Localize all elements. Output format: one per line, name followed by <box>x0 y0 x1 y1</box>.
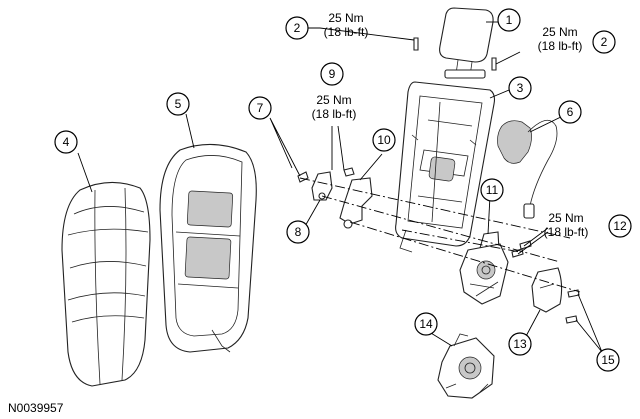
svg-text:(18 lb-ft): (18 lb-ft) <box>324 25 369 39</box>
callout-6: 6 <box>558 100 582 124</box>
callout-5: 5 <box>166 92 190 116</box>
left-hinge-bracket <box>339 177 373 229</box>
svg-text:15: 15 <box>601 353 615 367</box>
svg-text:8: 8 <box>295 225 302 239</box>
seat-back-cover <box>61 181 151 387</box>
recliner-trim-cover <box>531 267 563 313</box>
callout-8: 8 <box>286 220 310 244</box>
leader-lines <box>77 21 603 353</box>
pivot-bolts <box>297 167 355 183</box>
svg-text:13: 13 <box>513 337 527 351</box>
svg-text:5: 5 <box>175 97 182 111</box>
figure-id: N0039957 <box>8 401 64 415</box>
callout-4: 4 <box>54 130 78 154</box>
svg-text:10: 10 <box>377 133 391 147</box>
callout-14: 14 <box>414 312 438 336</box>
svg-text:(18 lb-ft): (18 lb-ft) <box>538 39 583 53</box>
callout-3: 3 <box>508 76 532 100</box>
svg-text:12: 12 <box>613 219 627 233</box>
lower-bolts <box>565 289 580 324</box>
torque-spec-pivot-bolts: 25 Nm (18 lb-ft) <box>312 93 357 121</box>
callout-2-right: 2 <box>592 30 616 54</box>
svg-text:25 Nm: 25 Nm <box>316 93 351 107</box>
callout-1: 1 <box>497 8 521 32</box>
svg-text:1: 1 <box>506 13 513 27</box>
headrest <box>439 7 494 79</box>
callout-15: 15 <box>596 348 620 372</box>
callout-11: 11 <box>480 178 504 202</box>
left-pivot-bracket <box>311 171 333 201</box>
recliner-assembly <box>459 243 509 305</box>
svg-text:25 Nm: 25 Nm <box>328 11 363 25</box>
torque-spec-headrest-right: 25 Nm (18 lb-ft) <box>538 25 583 53</box>
seat-back-pad <box>159 143 257 353</box>
svg-text:7: 7 <box>257 101 264 115</box>
callout-13: 13 <box>508 332 532 356</box>
seat-back-frame <box>395 81 496 253</box>
headrest-bolt-left <box>413 37 419 51</box>
svg-text:11: 11 <box>486 183 499 197</box>
callout-2-left: 2 <box>285 16 309 40</box>
torque-spec-recliner-bolts: 25 Nm (18 lb-ft) <box>544 211 589 239</box>
electrical-module <box>497 119 558 219</box>
assembly-center-lines <box>299 177 581 293</box>
recliner-mechanism <box>437 333 495 399</box>
svg-text:6: 6 <box>567 105 574 119</box>
svg-text:2: 2 <box>294 21 301 35</box>
svg-text:2: 2 <box>601 35 608 49</box>
svg-text:(18 lb-ft): (18 lb-ft) <box>312 107 357 121</box>
svg-text:25 Nm: 25 Nm <box>542 25 577 39</box>
svg-text:25 Nm: 25 Nm <box>548 211 583 225</box>
headrest-bolt-right <box>491 57 497 71</box>
svg-text:3: 3 <box>517 81 524 95</box>
callout-12: 12 <box>608 214 632 238</box>
torque-spec-headrest-left: 25 Nm (18 lb-ft) <box>324 11 369 39</box>
svg-text:14: 14 <box>419 317 433 331</box>
svg-text:(18 lb-ft): (18 lb-ft) <box>544 225 589 239</box>
svg-text:9: 9 <box>329 67 336 81</box>
callout-7: 7 <box>248 96 272 120</box>
svg-text:4: 4 <box>63 135 70 149</box>
callout-10: 10 <box>372 128 396 152</box>
callout-9: 9 <box>320 62 344 86</box>
